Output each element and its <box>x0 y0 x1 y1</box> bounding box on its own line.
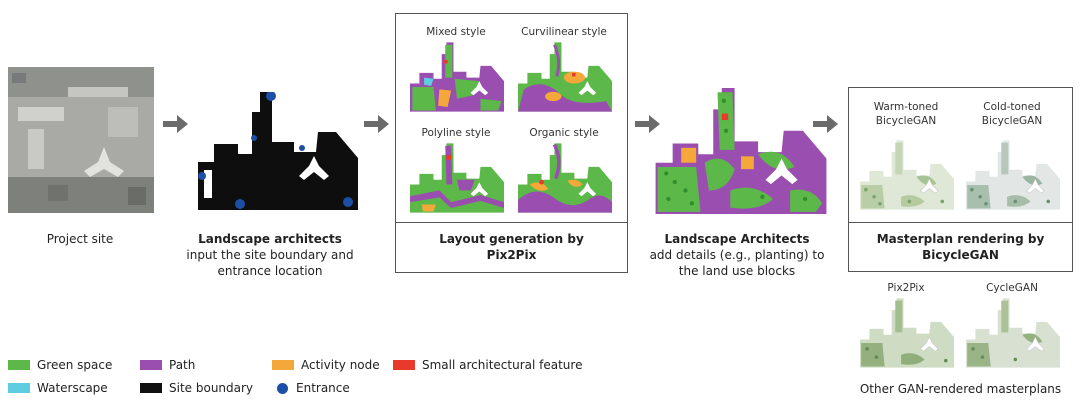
rendering-divider <box>848 222 1073 223</box>
legend-label: Green space <box>37 358 113 372</box>
detailed-layout-image <box>655 88 827 214</box>
legend-site-boundary: Site boundary <box>140 381 253 395</box>
cyan-swatch <box>8 383 30 393</box>
render-cold-toned <box>966 140 1060 210</box>
arrow-right-icon <box>635 115 660 133</box>
rendering-title-2: BicycleGAN <box>922 248 999 262</box>
details-caption: Landscape Architects add details (e.g., … <box>637 231 837 279</box>
cold-toned-line1: Cold-toned <box>983 101 1041 113</box>
cold-toned-label: Cold-toned BicycleGAN <box>962 100 1062 128</box>
landscape-title: Landscape architects <box>198 232 342 246</box>
layout-organic <box>518 143 612 213</box>
legend-waterscape: Waterscape <box>8 381 108 395</box>
black-swatch <box>140 383 162 393</box>
landscape-desc-2: entrance location <box>217 264 323 278</box>
legend-label: Small architectural feature <box>422 358 583 372</box>
details-desc-2: the land use blocks <box>678 264 796 278</box>
render-warm-toned <box>860 140 954 210</box>
layout-caption: Layout generation by Pix2Pix <box>396 231 627 263</box>
details-desc-1: add details (e.g., planting) to <box>649 248 825 262</box>
layout-divider <box>395 222 628 223</box>
purple-swatch <box>140 360 162 370</box>
style-label-curvilinear: Curvilinear style <box>521 26 607 38</box>
entrance-dot-icon <box>277 382 288 394</box>
arrow-right-icon <box>364 115 389 133</box>
style-label-mixed: Mixed style <box>426 26 486 38</box>
layout-generation-panel <box>395 13 628 273</box>
layout-title-1: Layout generation by <box>439 232 584 246</box>
warm-toned-line2: BicycleGAN <box>875 115 937 127</box>
cold-toned-line2: BicycleGAN <box>981 115 1043 127</box>
site-boundary-image <box>198 92 360 212</box>
legend-small-architectural-feature: Small architectural feature <box>393 358 582 372</box>
layout-polyline <box>410 143 504 213</box>
style-label-organic: Organic style <box>529 127 599 139</box>
other-gan-caption: Other GAN-rendered masterplans <box>859 382 1062 396</box>
warm-toned-label: Warm-toned BicycleGAN <box>856 100 956 128</box>
legend-label: Entrance <box>296 381 350 395</box>
legend-label: Activity node <box>301 358 380 372</box>
legend-path: Path <box>140 358 195 372</box>
legend-green-space: Green space <box>8 358 112 372</box>
orange-swatch <box>272 360 294 370</box>
layout-title-2: Pix2Pix <box>486 248 537 262</box>
cyclegan-label: CycleGAN <box>986 282 1038 294</box>
project-site-image <box>8 67 154 213</box>
arrow-right-icon <box>813 115 838 133</box>
green-swatch <box>8 360 30 370</box>
render-cyclegan <box>966 298 1060 368</box>
legend-entrance: Entrance <box>272 381 350 395</box>
pix2pix-label: Pix2Pix <box>887 282 925 294</box>
style-label-polyline: Polyline style <box>421 127 491 139</box>
legend-label: Waterscape <box>37 381 108 395</box>
legend-activity-node: Activity node <box>272 358 380 372</box>
rendering-panel <box>848 87 1073 272</box>
project-site-caption: Project site <box>46 232 114 246</box>
landscape-caption: Landscape architects input the site boun… <box>170 231 370 279</box>
layout-mixed <box>410 42 504 112</box>
red-swatch <box>393 360 415 370</box>
rendering-caption: Masterplan rendering by BicycleGAN <box>849 231 1072 263</box>
landscape-desc-1: input the site boundary and <box>186 248 354 262</box>
arrow-right-icon <box>163 115 188 133</box>
layout-curvilinear <box>518 42 612 112</box>
legend-label: Site boundary <box>169 381 254 395</box>
legend-label: Path <box>169 358 196 372</box>
details-title: Landscape Architects <box>664 232 810 246</box>
warm-toned-line1: Warm-toned <box>873 101 939 113</box>
rendering-title-1: Masterplan rendering by <box>876 232 1045 246</box>
render-pix2pix <box>860 298 954 368</box>
